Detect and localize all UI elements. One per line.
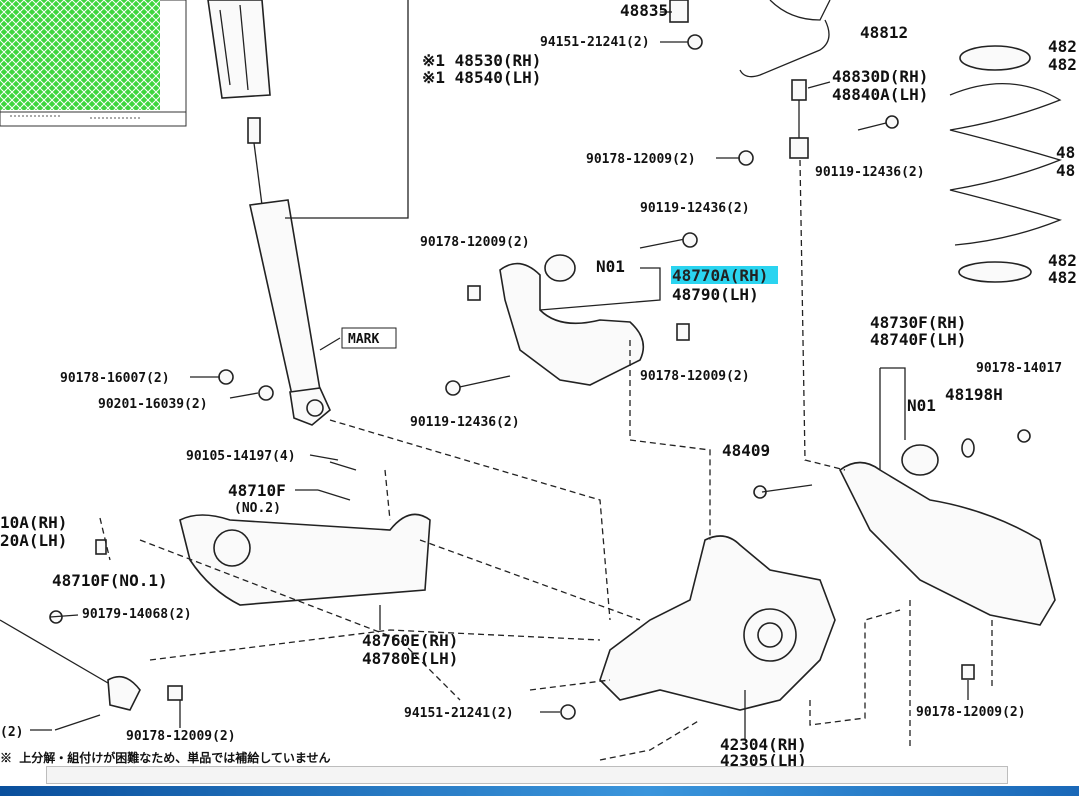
horizontal-scrollbar[interactable] xyxy=(46,766,1008,784)
label-90119-b: 90119-12436(2) xyxy=(640,201,750,216)
toe-link[interactable] xyxy=(0,539,183,731)
label-no2: (NO.2) xyxy=(234,501,281,516)
label-48409: 48409 xyxy=(722,441,770,460)
label-48710f-no1: 48710F(NO.1) xyxy=(52,571,168,590)
label-n01-b: N01 xyxy=(907,396,936,415)
label-90178-12009-e: 90178-12009(2) xyxy=(916,705,1026,720)
note-japanese: ※ 上分解・組付けが困難なため、単品では補給していません xyxy=(0,750,331,765)
upper-control-arm[interactable] xyxy=(218,232,698,401)
label-10a: 10A(RH) xyxy=(0,513,67,532)
label-90201: 90201-16039(2) xyxy=(98,397,208,412)
rear-lower-arm[interactable] xyxy=(838,429,1056,680)
label-48790: 48790(LH) xyxy=(672,285,759,304)
label-90178-14017: 90178-14017 xyxy=(976,361,1062,376)
label-48-b: 48 xyxy=(1056,161,1075,180)
label-42305: 42305(LH) xyxy=(720,751,807,770)
label-48840: 48840A(LH) xyxy=(832,85,928,104)
thumbnail-map[interactable] xyxy=(0,0,187,127)
label-48540: ※1 48540(LH) xyxy=(422,68,541,87)
taskbar-strip xyxy=(0,786,1079,796)
stabilizer-bar[interactable] xyxy=(669,0,899,166)
label-48830: 48830D(RH) xyxy=(832,67,928,86)
highlight-box xyxy=(671,266,778,284)
label-48710f: 48710F xyxy=(228,481,286,500)
label-482-c: 482 xyxy=(1048,251,1077,270)
label-2: (2) xyxy=(0,725,23,740)
label-48812: 48812 xyxy=(860,23,908,42)
label-90119-c: 90119-12436(2) xyxy=(410,415,520,430)
mark-box xyxy=(341,327,397,349)
label-48835: 48835 xyxy=(620,1,668,20)
label-48730: 48730F(RH) xyxy=(870,313,966,332)
label-90178-12009-c: 90178-12009(2) xyxy=(640,369,750,384)
label-48740: 48740F(LH) xyxy=(870,330,966,349)
label-482-d: 482 xyxy=(1048,268,1077,287)
label-94151-bottom: 94151-21241(2) xyxy=(404,706,514,721)
label-482-b: 482 xyxy=(1048,55,1077,74)
shock-absorber[interactable] xyxy=(207,0,331,426)
label-n01-a: N01 xyxy=(596,257,625,276)
coil-spring[interactable] xyxy=(949,45,1062,283)
label-48780: 48780E(LH) xyxy=(362,649,458,668)
label-mark: MARK xyxy=(348,332,379,347)
label-48770-highlighted[interactable]: 48770A(RH) xyxy=(672,266,768,285)
label-90178-12009-a: 90178-12009(2) xyxy=(586,152,696,167)
label-482-a: 482 xyxy=(1048,37,1077,56)
label-90179: 90179-14068(2) xyxy=(82,607,192,622)
label-90178-12009-b: 90178-12009(2) xyxy=(420,235,530,250)
label-48198: 48198H xyxy=(945,385,1003,404)
label-90119-a: 90119-12436(2) xyxy=(815,165,925,180)
label-90178-12009-d: 90178-12009(2) xyxy=(126,729,236,744)
rear-axle-carrier[interactable] xyxy=(560,484,836,720)
label-48530: ※1 48530(RH) xyxy=(422,51,541,70)
label-90178-16007: 90178-16007(2) xyxy=(60,371,170,386)
label-48760: 48760E(RH) xyxy=(362,631,458,650)
label-90105: 90105-14197(4) xyxy=(186,449,296,464)
label-20a: 20A(LH) xyxy=(0,531,67,550)
lower-control-arm[interactable] xyxy=(179,461,431,606)
label-48-a: 48 xyxy=(1056,143,1075,162)
label-42304: 42304(RH) xyxy=(720,735,807,754)
label-94151-top: 94151-21241(2) xyxy=(540,35,650,50)
